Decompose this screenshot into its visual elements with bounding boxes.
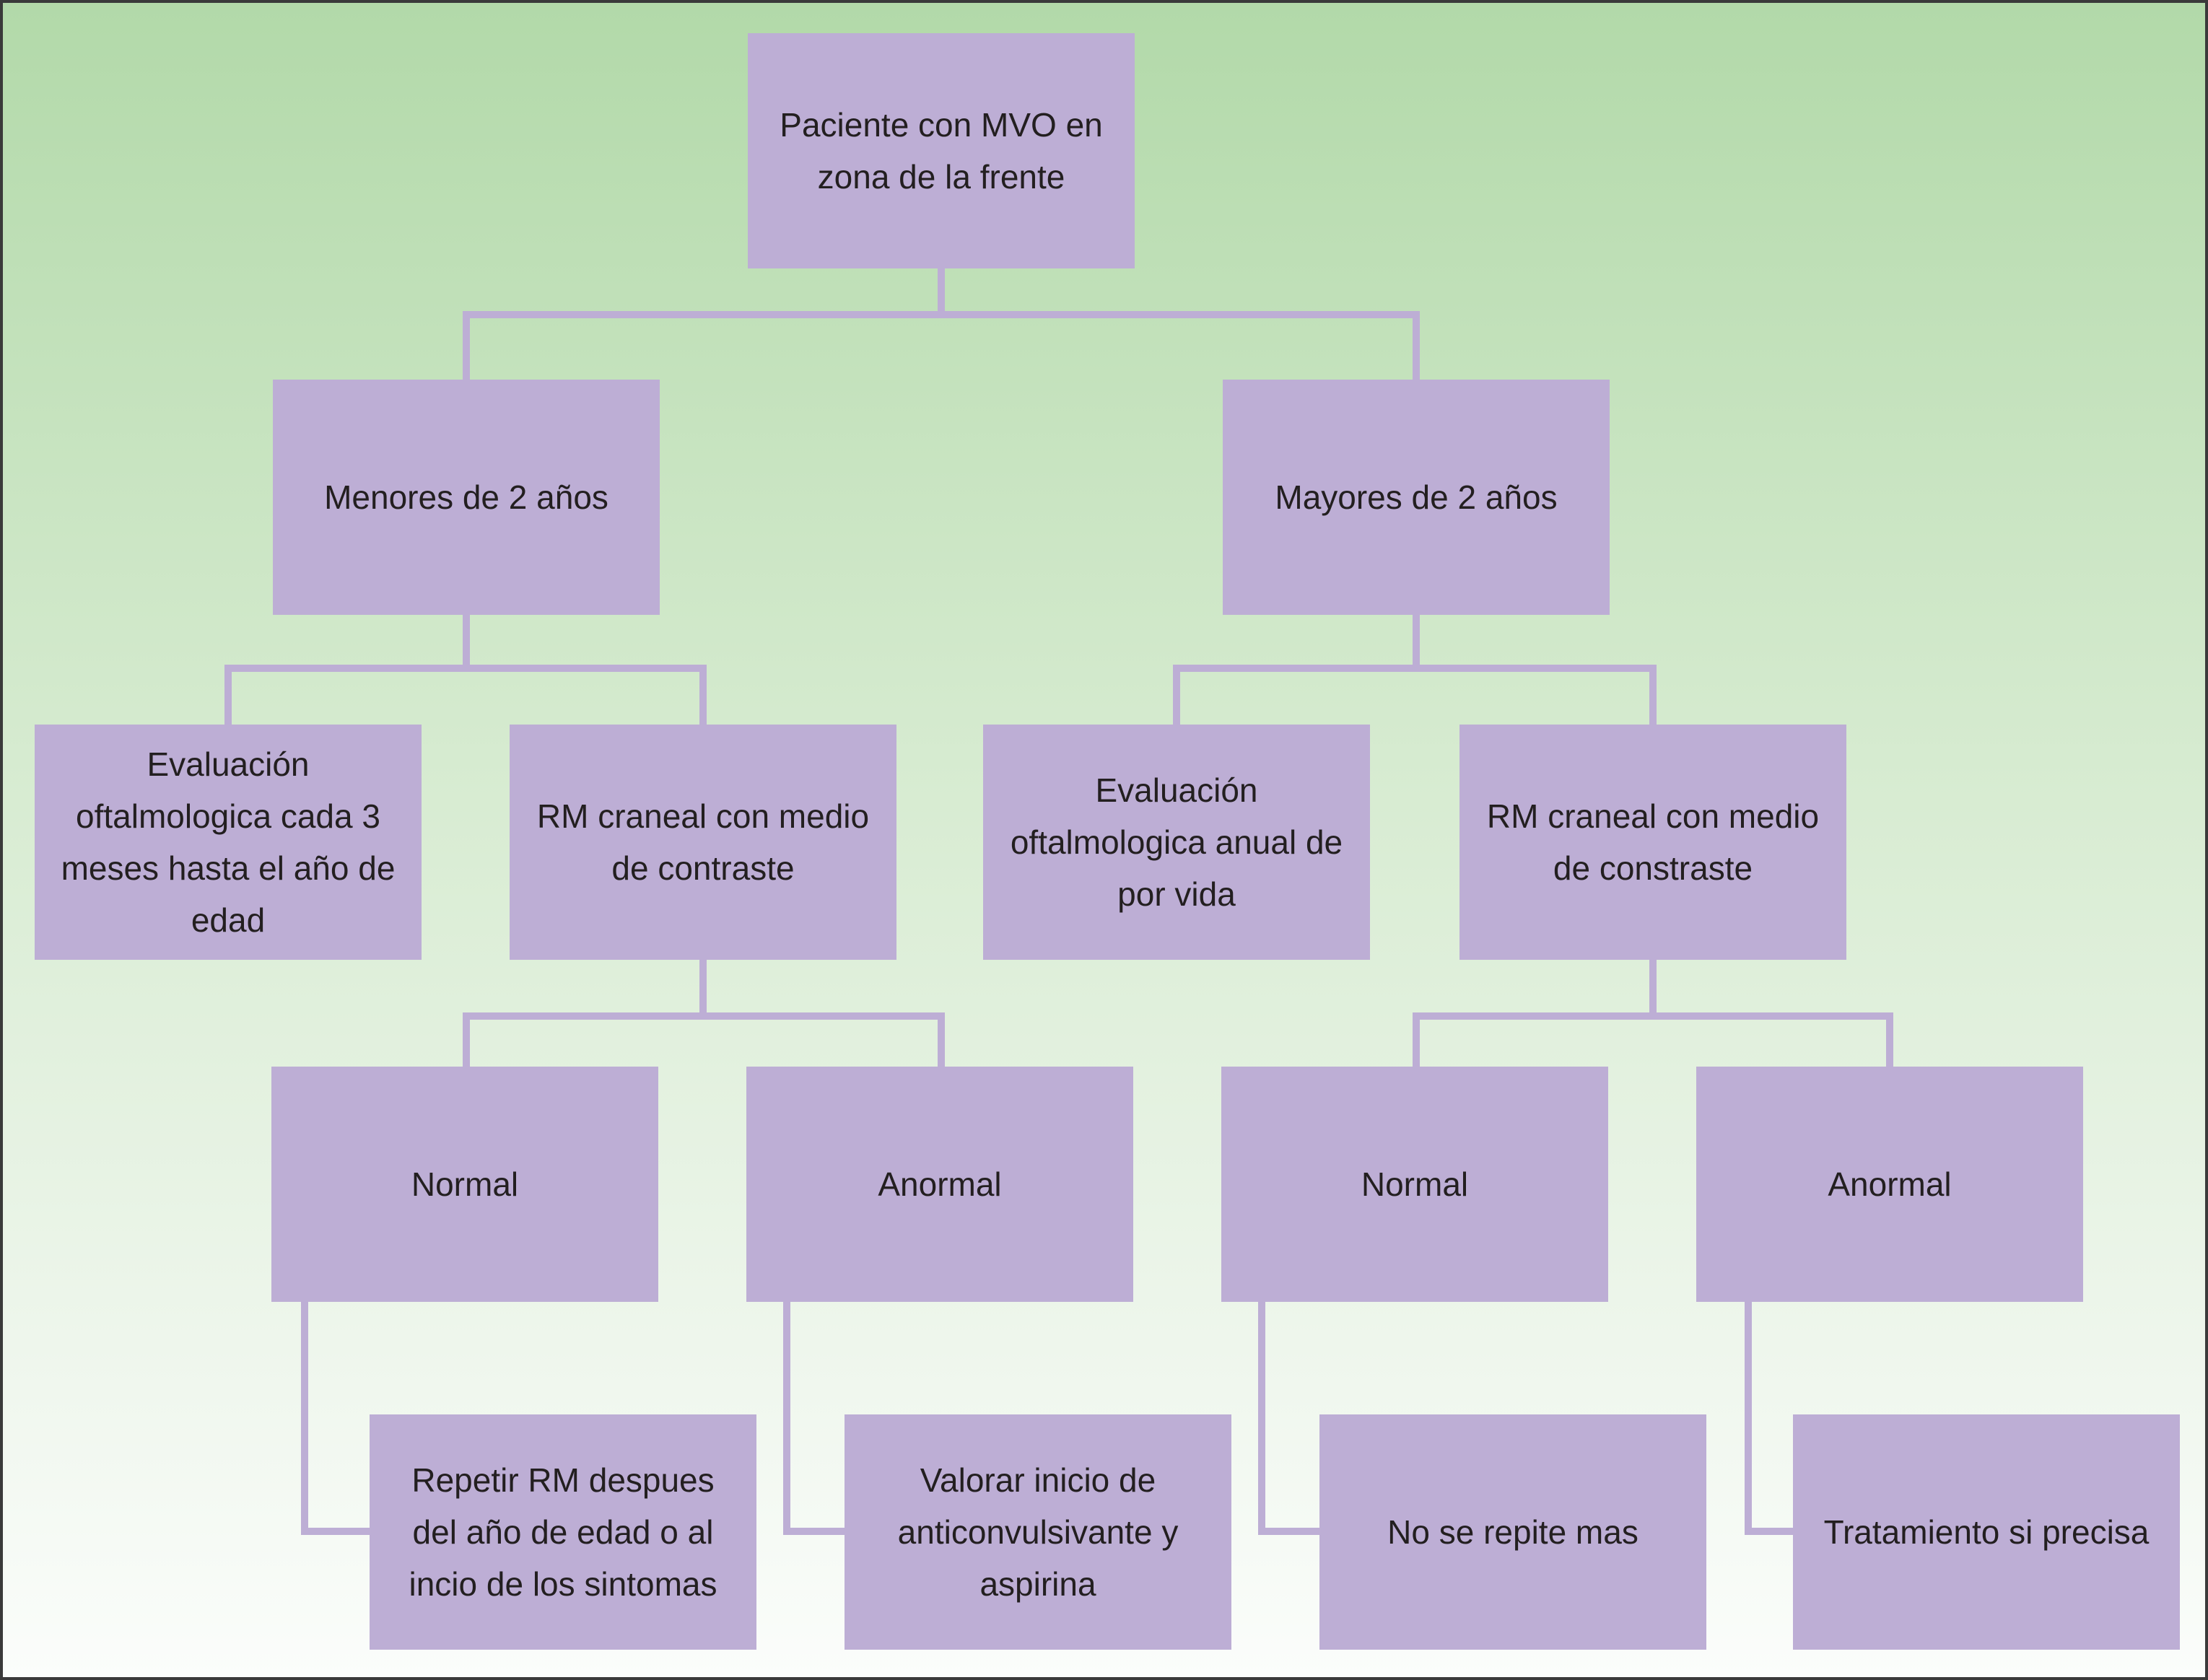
connector-abnormal-under2-to-anticonvulsant bbox=[783, 1298, 848, 1535]
node-abnormal-under-2: Anormal bbox=[746, 1067, 1133, 1302]
node-root: Paciente con MVO en zona de la frente bbox=[748, 33, 1135, 268]
node-abnormal-over-2-text: Anormal bbox=[1828, 1165, 1952, 1203]
node-anticonvulsant: Valorar inicio de anticonvulsivante y as… bbox=[845, 1414, 1231, 1650]
node-repeat-rm: Repetir RM despues del año de edad o al … bbox=[370, 1414, 756, 1650]
node-over-2-text: Mayores de 2 años bbox=[1275, 478, 1558, 516]
node-treatment: Tratamiento si precisa bbox=[1793, 1414, 2180, 1650]
connector-rm-under2-results bbox=[463, 956, 945, 1070]
node-no-repeat: No se repite mas bbox=[1319, 1414, 1706, 1650]
node-anticonvulsant-text: Valorar inicio de anticonvulsivante y as… bbox=[897, 1461, 1179, 1603]
node-eval-under-2-text: Evaluación oftalmologica cada 3 meses ha… bbox=[61, 745, 396, 939]
node-eval-under-2: Evaluación oftalmologica cada 3 meses ha… bbox=[35, 725, 422, 960]
node-normal-over-2: Normal bbox=[1221, 1067, 1608, 1302]
node-normal-over-2-text: Normal bbox=[1361, 1165, 1469, 1203]
connector-abnormal-over2-to-treatment bbox=[1745, 1298, 1797, 1535]
node-root-text: Paciente con MVO en zona de la frente bbox=[780, 106, 1103, 196]
node-over-2: Mayores de 2 años bbox=[1223, 380, 1610, 615]
connector-root-to-age bbox=[463, 265, 1420, 383]
connector-normal-over2-to-no-repeat bbox=[1258, 1298, 1323, 1535]
node-rm-under-2-text: RM craneal con medio de contraste bbox=[536, 797, 870, 887]
node-under-2-text: Menores de 2 años bbox=[324, 478, 608, 516]
node-normal-under-2-text: Normal bbox=[411, 1165, 519, 1203]
connector-normal-under2-to-repeat bbox=[301, 1298, 373, 1535]
node-rm-over-2: RM craneal con medio de constraste bbox=[1459, 725, 1846, 960]
connector-over2-children bbox=[1173, 611, 1657, 728]
node-eval-over-2: Evaluación oftalmologica anual de por vi… bbox=[983, 725, 1370, 960]
node-rm-over-2-text: RM craneal con medio de constraste bbox=[1486, 797, 1820, 887]
node-normal-under-2: Normal bbox=[271, 1067, 658, 1302]
node-eval-over-2-text: Evaluación oftalmologica anual de por vi… bbox=[1010, 771, 1343, 913]
node-under-2: Menores de 2 años bbox=[273, 380, 660, 615]
connector-lines bbox=[224, 265, 1893, 1535]
node-abnormal-over-2: Anormal bbox=[1696, 1067, 2083, 1302]
connector-under2-children bbox=[224, 611, 707, 728]
node-rm-under-2: RM craneal con medio de contraste bbox=[510, 725, 896, 960]
node-repeat-rm-text: Repetir RM despues del año de edad o al … bbox=[409, 1461, 717, 1603]
node-treatment-text: Tratamiento si precisa bbox=[1823, 1513, 2150, 1551]
node-abnormal-under-2-text: Anormal bbox=[878, 1165, 1002, 1203]
connector-rm-over2-results bbox=[1413, 956, 1893, 1070]
node-no-repeat-text: No se repite mas bbox=[1387, 1513, 1638, 1551]
